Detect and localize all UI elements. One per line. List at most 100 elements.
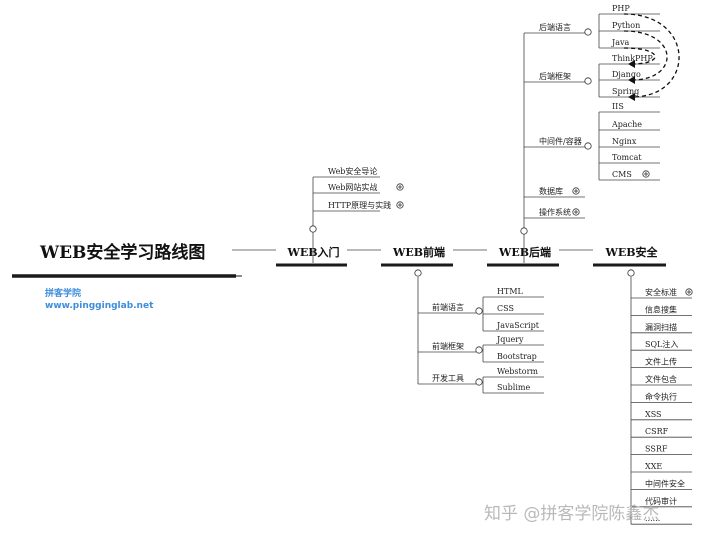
collapse-toggle-icon[interactable]	[309, 225, 317, 233]
expand-plus-icon[interactable]	[396, 201, 404, 209]
main-node-3[interactable]: WEB后端	[487, 245, 559, 267]
security-item-label: 命令执行	[645, 391, 677, 401]
backend-item: Spring	[612, 87, 639, 96]
main-node-label: WEB后端	[498, 245, 551, 259]
backend-item: Tomcat	[612, 153, 642, 162]
security-item-label: SQL注入	[645, 339, 678, 349]
security-item[interactable]: 文件包含	[631, 374, 692, 386]
security-item-label: ......	[645, 514, 660, 523]
frontend-item: Jquery	[496, 335, 524, 344]
frontend-category-label: 前端框架	[432, 341, 464, 351]
security-item[interactable]: 信息搜集	[631, 304, 692, 316]
backend-category-label: 后端框架	[539, 71, 571, 81]
frontend-item: CSS	[497, 304, 514, 313]
map-title: WEB安全学习路线图	[39, 242, 205, 263]
frontend-category-1[interactable]: 前端语言 HTML CSS JavaScript	[418, 287, 544, 332]
expand-plus-icon[interactable]	[572, 208, 580, 216]
security-item[interactable]: 中间件安全	[631, 478, 692, 490]
security-item[interactable]: 代码审计	[631, 496, 692, 508]
dashed-arrow-path	[623, 13, 680, 98]
collapse-toggle-icon[interactable]	[584, 77, 592, 85]
main-node-label: WEB前端	[392, 245, 445, 259]
security-item[interactable]: ......	[631, 514, 692, 525]
expand-plus-icon[interactable]	[572, 187, 580, 195]
security-item-label: 漏洞扫描	[645, 322, 677, 332]
backend-category-4[interactable]: 数据库	[524, 186, 585, 198]
collapse-toggle-icon[interactable]	[584, 28, 592, 36]
backend-item: IIS	[612, 102, 624, 111]
frontend-item: Webstorm	[497, 367, 538, 376]
dashed-arrow-3	[623, 13, 680, 101]
frontend-category-label: 开发工具	[432, 373, 464, 383]
collapse-toggle-icon[interactable]	[414, 269, 422, 277]
security-item[interactable]: CSRF	[631, 427, 692, 438]
security-item-label: XXE	[645, 462, 662, 471]
security-item[interactable]: 漏洞扫描	[631, 322, 692, 334]
frontend-item: JavaScript	[496, 321, 540, 330]
expand-plus-icon[interactable]	[396, 183, 404, 191]
intro-item: Web网站实战	[328, 182, 377, 192]
backend-item: PHP	[612, 4, 630, 13]
main-node-label: WEB安全	[605, 245, 659, 259]
arrow-head-icon	[628, 93, 635, 101]
security-item[interactable]: SSRF	[631, 445, 692, 456]
backend-category-5[interactable]: 操作系统	[524, 207, 585, 219]
dashed-arrow-1	[623, 47, 656, 68]
backend-category-label: 后端语言	[539, 22, 571, 32]
watermark-text: 知乎 @拼客学院陈鑫杰	[484, 504, 659, 524]
main-branches: WEB入门 WEB前端 WEB后端 WEB安全	[232, 245, 666, 267]
collapse-toggle-icon[interactable]	[627, 269, 635, 277]
frontend-item: HTML	[497, 287, 524, 296]
security-item-label: XSS	[645, 410, 662, 419]
security-item[interactable]: 命令执行	[631, 391, 692, 403]
frontend-category-label: 前端语言	[432, 302, 464, 312]
main-node-1[interactable]: WEB入门	[276, 245, 347, 267]
backend-item: Nginx	[612, 137, 637, 146]
backend-category-label: 数据库	[539, 186, 563, 196]
backend-item: Apache	[611, 120, 642, 129]
backend-category-label: 操作系统	[539, 207, 571, 217]
security-item-label: 中间件安全	[645, 478, 685, 488]
collapse-toggle-icon[interactable]	[520, 227, 528, 235]
security-item-label: SSRF	[645, 445, 668, 454]
main-node-2[interactable]: WEB前端	[381, 245, 453, 267]
security-item[interactable]: 安全标准	[631, 287, 693, 299]
dashed-arrow-path	[623, 30, 668, 81]
security-item-label: CSRF	[645, 427, 669, 436]
dashed-arrow-2	[623, 30, 668, 84]
security-item[interactable]: 文件上传	[631, 357, 692, 369]
frontend-item: Bootstrap	[497, 352, 537, 361]
expand-plus-icon[interactable]	[685, 288, 693, 296]
collapse-toggle-icon[interactable]	[475, 307, 483, 315]
security-item-label: 文件包含	[645, 374, 677, 384]
security-item-label: 代码审计	[645, 496, 677, 506]
backend-item: Python	[612, 21, 640, 30]
backend-item: Java	[611, 38, 629, 47]
collapse-toggle-icon[interactable]	[584, 142, 592, 150]
collapse-toggle-icon[interactable]	[475, 378, 483, 386]
arrow-head-icon	[628, 76, 635, 84]
dashed-arrow-path	[623, 47, 656, 65]
backend-category-label: 中间件/容器	[539, 136, 582, 146]
backend-item: ThinkPHP	[612, 54, 653, 63]
security-item-label: 安全标准	[645, 287, 677, 297]
main-node-4[interactable]: WEB安全	[593, 245, 666, 267]
arrow-head-icon	[628, 60, 635, 68]
collapse-toggle-icon[interactable]	[475, 346, 483, 354]
expand-plus-icon[interactable]	[642, 170, 650, 178]
brand-url: www.pingginglab.net	[45, 301, 154, 311]
security-item[interactable]: SQL注入	[631, 339, 692, 351]
security-item-label: 文件上传	[645, 357, 677, 367]
backend-item: Django	[612, 70, 641, 79]
frontend-item: Sublime	[497, 383, 530, 392]
security-item[interactable]: XXE	[631, 462, 692, 473]
security-item[interactable]: XSS	[631, 410, 692, 421]
